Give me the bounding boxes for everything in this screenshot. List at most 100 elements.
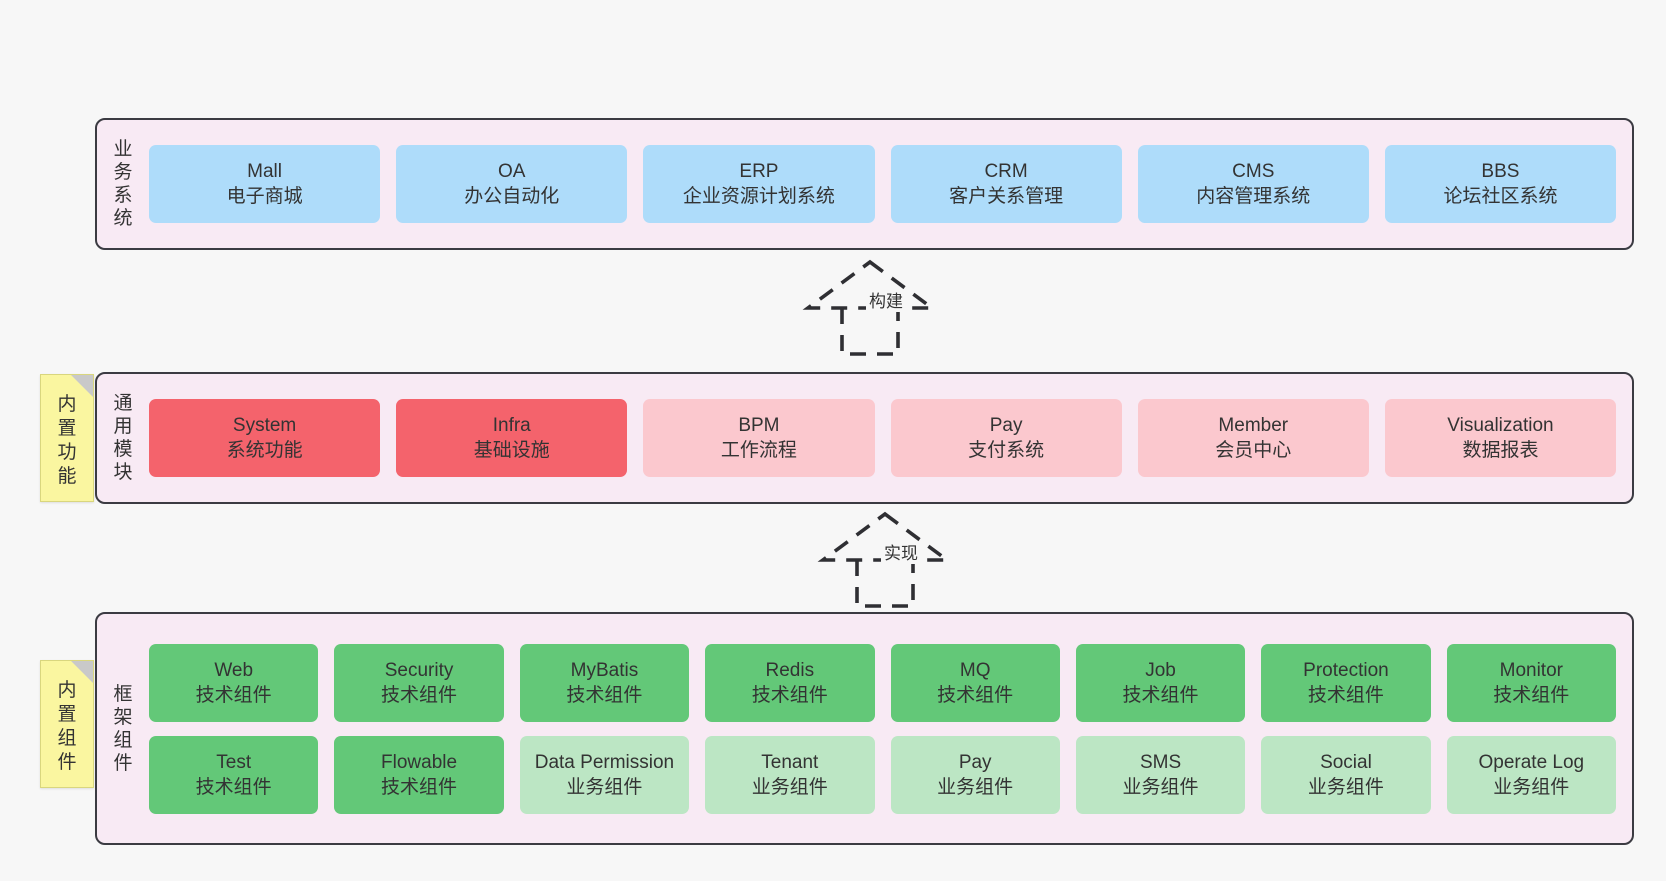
- card-sms[interactable]: SMS 业务组件: [1075, 735, 1246, 814]
- card-label-en: Data Permission: [534, 751, 675, 773]
- card-label-en: Pay: [989, 415, 1023, 436]
- card-label-cn: 技术组件: [381, 684, 458, 706]
- card-operate-log[interactable]: Operate Log 业务组件: [1446, 735, 1616, 814]
- layer-business-system: 业务系统 Mall 电子商城 OA 办公自动化 ERP 企业资源计划系统 CRM: [95, 118, 1634, 250]
- card-label-en: Tenant: [761, 751, 819, 773]
- card-crm[interactable]: CRM 客户关系管理: [890, 145, 1122, 223]
- card-row: Web 技术组件 Security 技术组件 MyBatis 技术组件 Redi…: [149, 643, 1616, 722]
- card-label-cn: 技术组件: [195, 684, 272, 706]
- note-builtin-function: 内置功能: [40, 374, 94, 502]
- connector-implement-label: 实现: [881, 544, 921, 564]
- card-job[interactable]: Job 技术组件: [1075, 643, 1246, 722]
- card-label-cn: 业务组件: [937, 776, 1014, 798]
- layer-title-common-text: 通用模块: [113, 393, 133, 483]
- card-cms[interactable]: CMS 内容管理系统: [1137, 145, 1369, 223]
- card-label-cn: 办公自动化: [464, 186, 560, 207]
- card-visualization[interactable]: Visualization 数据报表: [1384, 399, 1617, 477]
- card-label-en: Mall: [247, 161, 282, 182]
- layer-common-cards: System 系统功能 Infra 基础设施 BPM 工作流程 Pay 支付系统…: [139, 399, 1632, 477]
- card-label-en: Infra: [492, 415, 531, 436]
- layer-framework-cards: Web 技术组件 Security 技术组件 MyBatis 技术组件 Redi…: [139, 643, 1632, 814]
- card-label-en: Operate Log: [1478, 751, 1585, 773]
- card-bpm[interactable]: BPM 工作流程: [643, 399, 875, 477]
- card-protection[interactable]: Protection 技术组件: [1261, 643, 1431, 722]
- card-member[interactable]: Member 会员中心: [1137, 399, 1369, 477]
- card-label-en: MQ: [959, 659, 991, 681]
- card-label-en: OA: [498, 161, 526, 182]
- card-label-cn: 业务组件: [566, 776, 643, 798]
- layer-title-common: 通用模块: [97, 392, 139, 484]
- card-flowable[interactable]: Flowable 技术组件: [334, 735, 504, 814]
- card-bbs[interactable]: BBS 论坛社区系统: [1384, 145, 1617, 223]
- card-label-cn: 会员中心: [1215, 440, 1292, 461]
- card-test[interactable]: Test 技术组件: [149, 735, 319, 814]
- card-label-cn: 技术组件: [1307, 684, 1384, 706]
- connector-build-label: 构建: [866, 292, 906, 312]
- card-label-en: Visualization: [1447, 415, 1554, 436]
- card-data-permission[interactable]: Data Permission 业务组件: [519, 735, 690, 814]
- layer-business-cards: Mall 电子商城 OA 办公自动化 ERP 企业资源计划系统 CRM 客户关系…: [139, 145, 1632, 223]
- card-label-cn: 业务组件: [1493, 776, 1570, 798]
- card-label-cn: 技术组件: [937, 684, 1014, 706]
- layer-title-business: 业务系统: [97, 138, 139, 230]
- card-label-en: Job: [1145, 659, 1176, 681]
- card-tenant[interactable]: Tenant 业务组件: [705, 735, 875, 814]
- connector-implement: 实现: [805, 508, 965, 608]
- layer-framework-component: 框架组件 Web 技术组件 Security 技术组件 MyBatis 技术组件…: [95, 612, 1634, 845]
- note-builtin-component: 内置组件: [40, 660, 94, 788]
- connector-build: 构建: [790, 256, 950, 356]
- card-label-cn: 技术组件: [381, 776, 458, 798]
- card-label-en: BBS: [1481, 161, 1520, 182]
- card-label-cn: 数据报表: [1462, 440, 1539, 461]
- card-label-cn: 业务组件: [1307, 776, 1384, 798]
- card-oa[interactable]: OA 办公自动化: [396, 145, 628, 223]
- card-label-cn: 业务组件: [751, 776, 828, 798]
- card-row: Mall 电子商城 OA 办公自动化 ERP 企业资源计划系统 CRM 客户关系…: [149, 145, 1617, 223]
- card-label-en: Monitor: [1499, 659, 1563, 681]
- card-label-en: CMS: [1232, 161, 1275, 182]
- card-label-en: Redis: [765, 659, 815, 681]
- card-label-en: Web: [214, 659, 254, 681]
- card-mybatis[interactable]: MyBatis 技术组件: [519, 643, 690, 722]
- card-label-en: SMS: [1139, 751, 1182, 773]
- card-label-cn: 技术组件: [195, 776, 272, 798]
- card-label-en: Protection: [1303, 659, 1389, 681]
- card-label-en: Member: [1218, 415, 1289, 436]
- card-redis[interactable]: Redis 技术组件: [705, 643, 875, 722]
- card-row: Test 技术组件 Flowable 技术组件 Data Permission …: [149, 735, 1616, 814]
- note-builtin-function-text: 内置功能: [57, 394, 77, 487]
- card-label-en: Pay: [958, 751, 992, 773]
- layer-common-module: 通用模块 System 系统功能 Infra 基础设施 BPM 工作流程 Pay: [95, 372, 1634, 504]
- card-label-cn: 技术组件: [1493, 684, 1570, 706]
- layer-title-framework: 框架组件: [97, 683, 139, 775]
- card-label-cn: 电子商城: [226, 186, 303, 207]
- card-erp[interactable]: ERP 企业资源计划系统: [643, 145, 875, 223]
- card-label-en: BPM: [738, 415, 780, 436]
- card-pay-module[interactable]: Pay 支付系统: [890, 399, 1122, 477]
- card-label-en: ERP: [739, 161, 779, 182]
- card-label-cn: 论坛社区系统: [1443, 186, 1558, 207]
- layer-title-framework-text: 框架组件: [113, 683, 133, 774]
- card-label-cn: 系统功能: [226, 440, 303, 461]
- card-pay-component[interactable]: Pay 业务组件: [890, 735, 1060, 814]
- card-label-cn: 技术组件: [1122, 684, 1199, 706]
- card-label-cn: 内容管理系统: [1196, 186, 1311, 207]
- card-security[interactable]: Security 技术组件: [334, 643, 504, 722]
- card-infra[interactable]: Infra 基础设施: [396, 399, 628, 477]
- card-mq[interactable]: MQ 技术组件: [890, 643, 1060, 722]
- card-system[interactable]: System 系统功能: [149, 399, 381, 477]
- card-web[interactable]: Web 技术组件: [149, 643, 319, 722]
- card-label-cn: 技术组件: [751, 684, 828, 706]
- card-monitor[interactable]: Monitor 技术组件: [1446, 643, 1616, 722]
- card-mall[interactable]: Mall 电子商城: [149, 145, 381, 223]
- card-label-en: System: [232, 415, 297, 436]
- card-label-en: MyBatis: [570, 659, 639, 681]
- card-label-cn: 支付系统: [968, 440, 1045, 461]
- card-label-en: CRM: [984, 161, 1028, 182]
- layer-title-business-text: 业务系统: [113, 139, 133, 229]
- card-social[interactable]: Social 业务组件: [1261, 735, 1431, 814]
- card-label-cn: 客户关系管理: [949, 186, 1064, 207]
- card-row: System 系统功能 Infra 基础设施 BPM 工作流程 Pay 支付系统…: [149, 399, 1617, 477]
- card-label-cn: 工作流程: [720, 440, 797, 461]
